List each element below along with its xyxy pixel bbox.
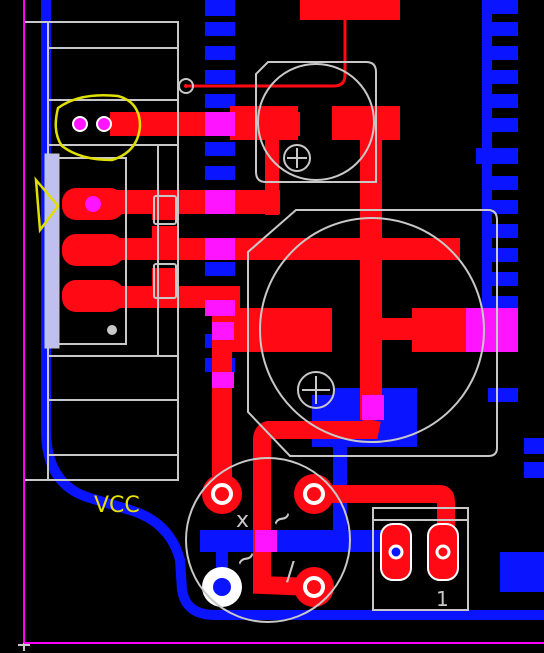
annotation-arrow: [34, 176, 60, 234]
bottom-pad: [205, 142, 235, 156]
connector-pin-bar: [44, 153, 60, 349]
overlap-region: [205, 190, 235, 214]
bottom-pad: [500, 552, 544, 592]
cap-small-outline: [255, 61, 377, 183]
pad-hole: [388, 544, 404, 560]
bottom-pad: [524, 462, 544, 478]
bottom-pad: [205, 94, 235, 108]
bottom-pad: [205, 46, 235, 60]
pad-hole: [85, 196, 101, 212]
pad-hole: [303, 576, 325, 598]
annotation-circle: [54, 93, 142, 162]
top-trace: [380, 318, 420, 340]
overlap-region: [466, 308, 518, 352]
bottom-pad: [205, 70, 235, 84]
pad-hole: [72, 116, 88, 132]
cap-small-plus-circle: [283, 144, 311, 172]
overlap-region: [212, 372, 234, 388]
bottom-trace: [482, 0, 492, 318]
overlap-region: [212, 322, 234, 340]
header-pin1-label: 1: [436, 587, 449, 611]
bottom-pad: [205, 166, 235, 180]
bottom-pad: [524, 438, 544, 454]
bottom-pad: [205, 262, 235, 276]
board-outline: [23, 0, 544, 644]
pad-hole: [303, 483, 325, 505]
annotations: [34, 93, 142, 234]
top-trace-thin: [188, 0, 347, 88]
pad-hole: [85, 242, 101, 258]
overlap-region: [205, 112, 235, 136]
pad-hole: [435, 544, 451, 560]
header-outline: [372, 507, 469, 611]
bottom-pad: [488, 248, 518, 262]
top-pad: [152, 226, 178, 246]
top-trace: [360, 120, 382, 420]
cap-large-circle: [259, 217, 485, 443]
bottom-pad: [488, 22, 518, 36]
cap-large-plus-circle: [297, 371, 335, 409]
top-pad-cap-small-neg: [230, 106, 298, 140]
top-trace-right: [312, 485, 455, 552]
top-pad: [152, 200, 178, 220]
bottom-pad: [488, 224, 518, 238]
bottom-pad: [488, 70, 518, 84]
bottom-pad: [488, 388, 518, 402]
bottom-pad: [488, 0, 518, 14]
bottom-pad: [488, 118, 518, 132]
cap-small-circle: [257, 63, 375, 181]
pad-hole: [211, 483, 233, 505]
cap-large-outline: [247, 209, 498, 457]
pad-hole: [85, 288, 101, 304]
bottom-pad: [488, 46, 518, 60]
bottom-pad: [488, 176, 518, 190]
pad-hole: [213, 578, 231, 596]
pad-hole: [96, 116, 112, 132]
pin-marker-dot: [107, 325, 117, 335]
bottom-pad: [488, 272, 518, 286]
bottom-pad: [205, 22, 235, 36]
bottom-pad: [488, 200, 518, 214]
bottom-pad: [488, 296, 518, 310]
resistor-outline: [153, 195, 177, 225]
bridge-neg-marker: x: [236, 508, 249, 533]
overlap-regions: [205, 112, 518, 552]
top-trace: [90, 238, 460, 260]
bridge-pos-marker: /: [286, 557, 295, 587]
overlap-region: [205, 238, 235, 260]
bottom-pad: [488, 94, 518, 108]
top-trace: [265, 120, 279, 215]
bottom-trace: [200, 530, 390, 552]
top-pad: [152, 268, 178, 288]
top-pad: [300, 0, 400, 20]
bottom-trace-vcc: [41, 0, 544, 620]
via: [184, 84, 188, 88]
bottom-pad: [205, 0, 235, 16]
overlap-region: [205, 300, 235, 316]
bridge-outline: [185, 457, 351, 623]
overlap-region: [255, 530, 277, 552]
net-label-vcc: VCC: [94, 493, 140, 518]
resistor-outline: [153, 263, 177, 299]
top-trace-bridge: [253, 418, 381, 596]
overlap-region: [362, 395, 384, 420]
